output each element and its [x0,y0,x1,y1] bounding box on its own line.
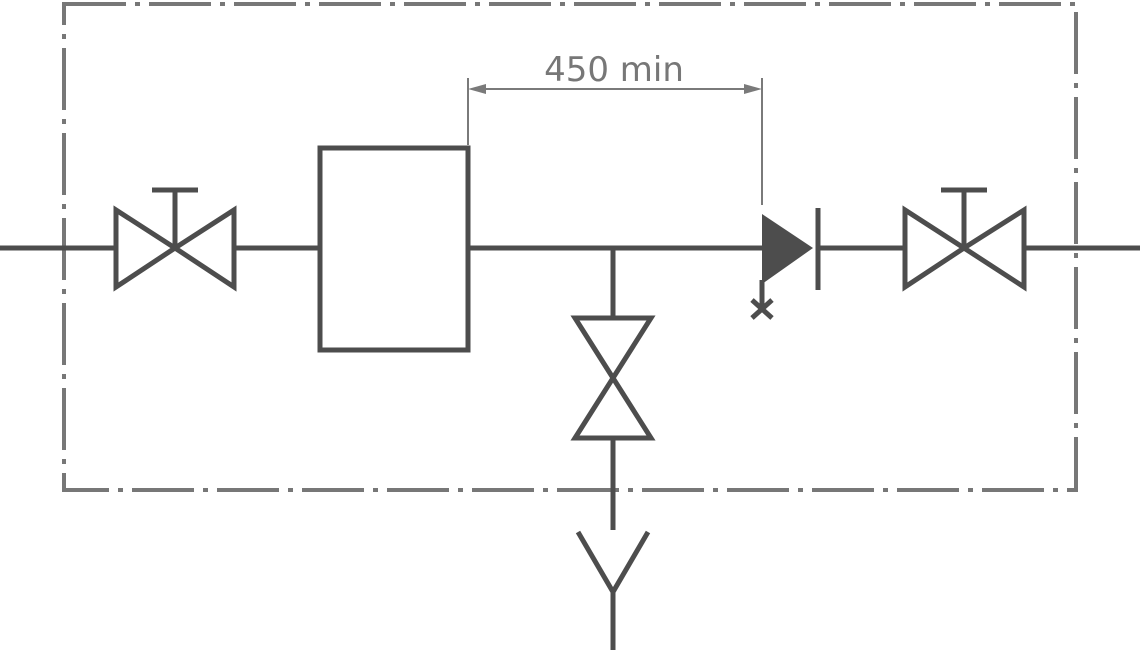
dimension-line [467,78,763,205]
filter-unit-box [317,145,471,353]
inlet-shutoff-valve-icon [113,187,237,292]
test-port-icon [750,280,774,320]
check-valve-icon [762,208,821,290]
outlet-shutoff-valve-icon [902,187,1027,292]
dimension-label: 450 min [544,50,684,90]
drain-funnel-icon [575,530,651,650]
drain-valve-icon [570,315,656,441]
